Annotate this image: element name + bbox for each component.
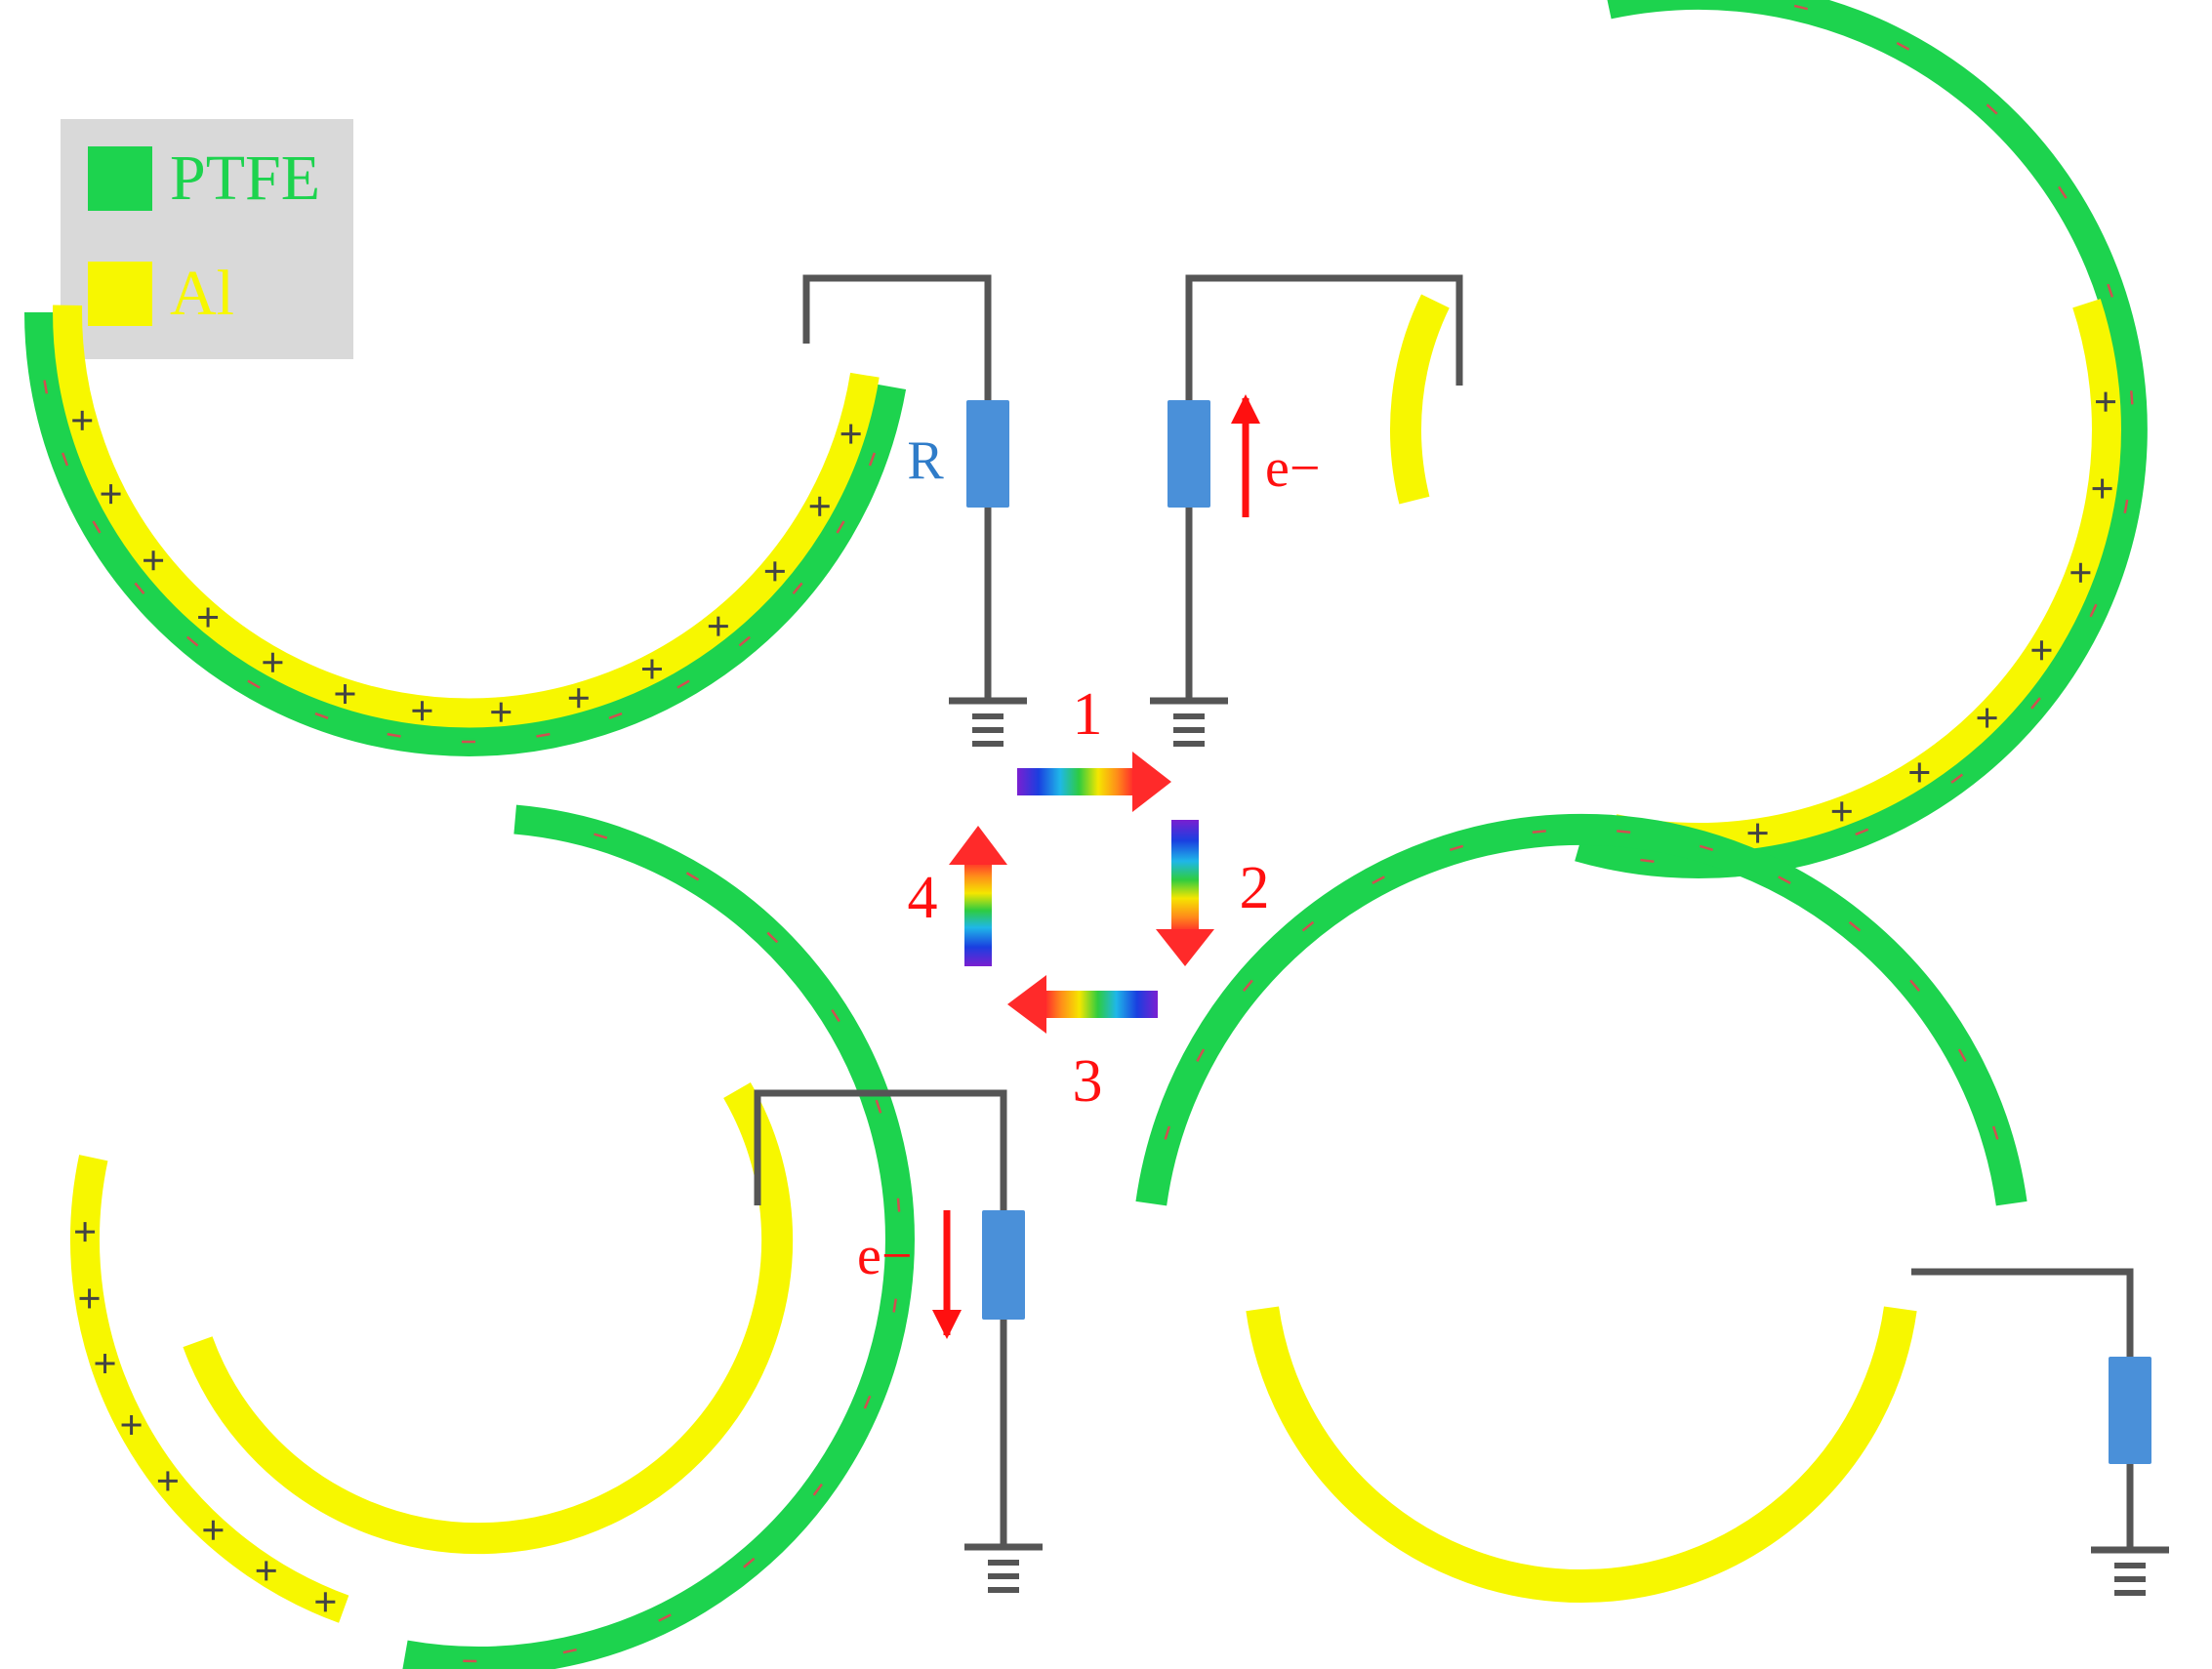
tr-electron-label: e− [1265, 438, 1320, 499]
bl-negative-charge [896, 1198, 901, 1212]
tl-negative-charge [868, 452, 877, 467]
tr-negative-charge [2030, 697, 2041, 710]
tl-wire [802, 274, 992, 400]
tl-negative-charge [314, 712, 329, 720]
tl-negative-charge [247, 679, 261, 689]
tr-negative-charge [1855, 828, 1869, 836]
legend: PTFE Al [61, 119, 353, 359]
tl-negative-charge [738, 635, 751, 647]
tl-negative-charge [134, 582, 145, 594]
bl-electron-arrow [932, 1310, 962, 1339]
tl-negative-charge [676, 679, 690, 689]
legend-swatch-ptfe [88, 146, 152, 211]
br-negative-charge [1909, 979, 1921, 992]
cycle-arrow-1-head [1132, 752, 1171, 812]
br-wire [1911, 1268, 2134, 1357]
br-ptfe-arc [1135, 813, 2028, 1206]
tr-resistor [1167, 400, 1210, 508]
bl-negative-charge [863, 1395, 872, 1409]
tr-negative-charge [1950, 773, 1964, 784]
step-label-2: 2 [1240, 855, 1270, 921]
bl-electron-label: e− [857, 1226, 912, 1286]
tl-negative-charge [186, 635, 199, 647]
tl-negative-charge [387, 732, 401, 738]
tr-ptfe-arc [1575, 0, 2148, 879]
cycle-arrow-2 [1171, 820, 1199, 935]
tl-negative-charge [61, 452, 69, 467]
tr-negative-charge [1986, 103, 1998, 115]
cycle-arrow-2-head [1156, 929, 1214, 966]
bl-negative-charge [594, 833, 608, 839]
br-negative-charge [1848, 920, 1862, 932]
bl-resistor [982, 1210, 1025, 1320]
tl-negative-charge [836, 520, 845, 534]
br-negative-charge [1699, 844, 1714, 852]
tr-negative-charge [2107, 283, 2114, 298]
tl-resistor [966, 400, 1009, 508]
tr-negative-charge [2130, 390, 2134, 405]
br-negative-charge [1778, 875, 1791, 884]
bl-negative-charge [658, 1613, 672, 1622]
cycle-arrow-1 [1017, 768, 1136, 795]
legend-label-al: Al [170, 258, 234, 329]
bl-negative-charge [766, 931, 779, 944]
legend-swatch-al [88, 262, 152, 326]
tl-negative-charge [92, 520, 102, 534]
tr-negative-charge [2058, 185, 2068, 199]
tr-electron-arrow [1231, 394, 1260, 424]
tr-negative-charge [1640, 858, 1655, 863]
step-label-3: 3 [1073, 1048, 1103, 1115]
bl-wire [754, 1089, 1007, 1210]
tr-negative-charge [1793, 4, 1809, 11]
br-negative-charge [1991, 1125, 1999, 1140]
tr-al-arc-inner [1610, 299, 2121, 853]
br-negative-charge [1164, 1125, 1171, 1140]
bl-al-arc-right [183, 1082, 794, 1555]
tr-al-arc-left [1390, 294, 1450, 505]
step-label-1: 1 [1073, 681, 1103, 748]
br-negative-charge [1532, 830, 1546, 834]
cycle-arrow-3 [1043, 991, 1158, 1018]
legend-label-ptfe: PTFE [170, 142, 321, 214]
tl-negative-charge [43, 380, 49, 394]
bl-negative-charge [875, 1099, 882, 1114]
tr-wire [1185, 274, 1463, 400]
br-al-arc [1246, 1306, 1917, 1603]
tl-negative-charge [608, 712, 623, 720]
br-negative-charge [1617, 830, 1631, 834]
br-negative-charge [1449, 844, 1464, 852]
bl-negative-charge [812, 1483, 823, 1496]
br-negative-charge [1301, 920, 1315, 932]
resistor-label: R [907, 430, 944, 491]
bl-negative-charge [831, 1008, 840, 1023]
br-negative-charge [1372, 875, 1385, 884]
tl-ptfe-arc [24, 311, 907, 756]
cycle-arrow-3-head [1007, 975, 1046, 1034]
tl-negative-charge [536, 732, 551, 738]
br-negative-charge [1242, 979, 1253, 992]
bl-negative-charge [743, 1557, 756, 1568]
tr-negative-charge [2089, 603, 2098, 618]
cycle-arrow-4 [964, 859, 992, 966]
br-resistor [2109, 1357, 2151, 1464]
tl-negative-charge [792, 582, 803, 594]
bl-ptfe-arc [402, 804, 915, 1669]
tl-al-arc [53, 305, 880, 728]
tr-negative-charge [2123, 499, 2129, 514]
bl-negative-charge [685, 872, 700, 881]
tr-negative-charge [1896, 41, 1910, 51]
cycle-arrow-4-head [949, 826, 1007, 865]
br-negative-charge [1196, 1048, 1206, 1062]
bl-negative-charge [562, 1648, 577, 1654]
br-negative-charge [1957, 1048, 1967, 1062]
bl-negative-charge [892, 1298, 898, 1313]
step-label-4: 4 [908, 865, 938, 931]
